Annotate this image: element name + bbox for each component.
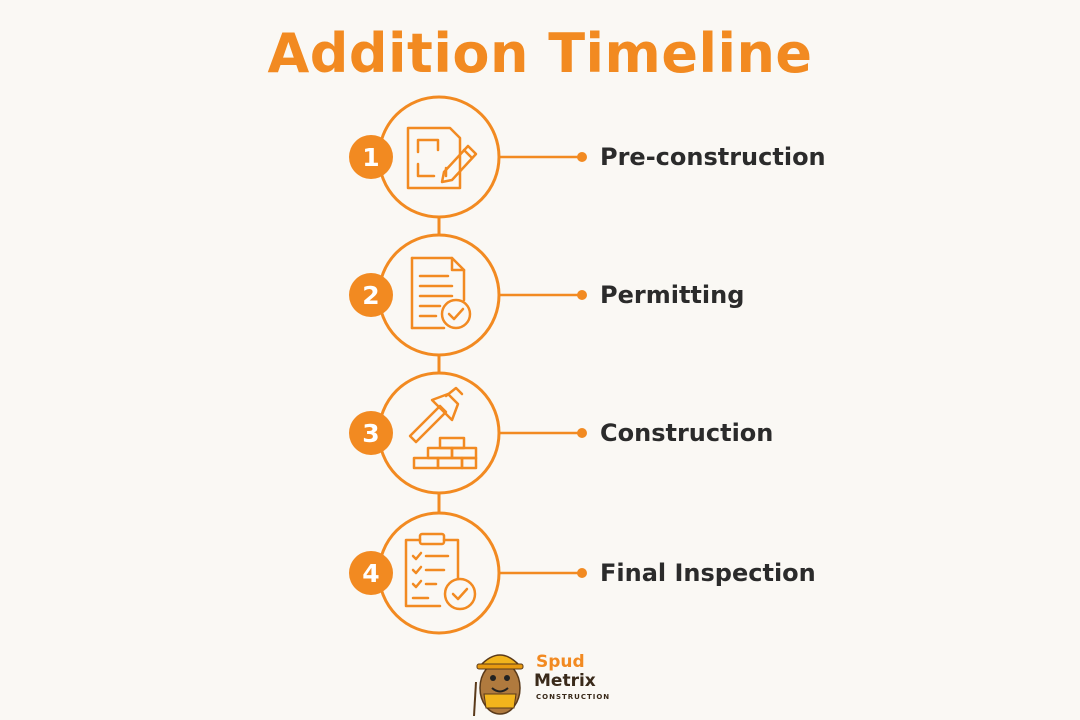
step-2: 2 Permitting bbox=[349, 233, 744, 357]
step-3: 3 Construction bbox=[349, 371, 773, 495]
page-title: Addition Timeline bbox=[267, 22, 813, 85]
step-4: 4 Final Inspection bbox=[349, 511, 816, 635]
step-dot bbox=[577, 152, 587, 162]
step-dot bbox=[577, 568, 587, 578]
step-number: 2 bbox=[362, 281, 379, 310]
clipboard-check-icon bbox=[404, 532, 477, 611]
blueprint-pencil-icon bbox=[406, 126, 478, 190]
document-check-icon bbox=[410, 256, 472, 330]
step-1: 1 Pre-construction bbox=[349, 95, 826, 219]
step-number-badge bbox=[349, 135, 393, 179]
step-circle bbox=[377, 511, 501, 635]
company-logo: Spud Metrix CONSTRUCTION bbox=[470, 642, 610, 718]
step-number-badge bbox=[349, 551, 393, 595]
step-number-badge bbox=[349, 273, 393, 317]
step-label: Permitting bbox=[600, 281, 744, 309]
hammer-bricks-icon bbox=[408, 386, 478, 470]
logo-text-spud: Spud bbox=[536, 652, 585, 672]
mascot-potato-icon bbox=[473, 654, 524, 717]
logo-text-metrix: Metrix bbox=[534, 671, 596, 691]
step-number: 4 bbox=[362, 559, 379, 588]
step-number: 3 bbox=[362, 419, 379, 448]
step-label: Pre-construction bbox=[600, 143, 826, 171]
step-number-badge bbox=[349, 411, 393, 455]
step-label: Construction bbox=[600, 419, 773, 447]
step-dot bbox=[577, 428, 587, 438]
step-circle bbox=[377, 371, 501, 495]
step-label: Final Inspection bbox=[600, 559, 816, 587]
logo-text-construction: CONSTRUCTION bbox=[536, 693, 611, 701]
step-circle bbox=[377, 95, 501, 219]
step-number: 1 bbox=[362, 143, 379, 172]
step-dot bbox=[577, 290, 587, 300]
